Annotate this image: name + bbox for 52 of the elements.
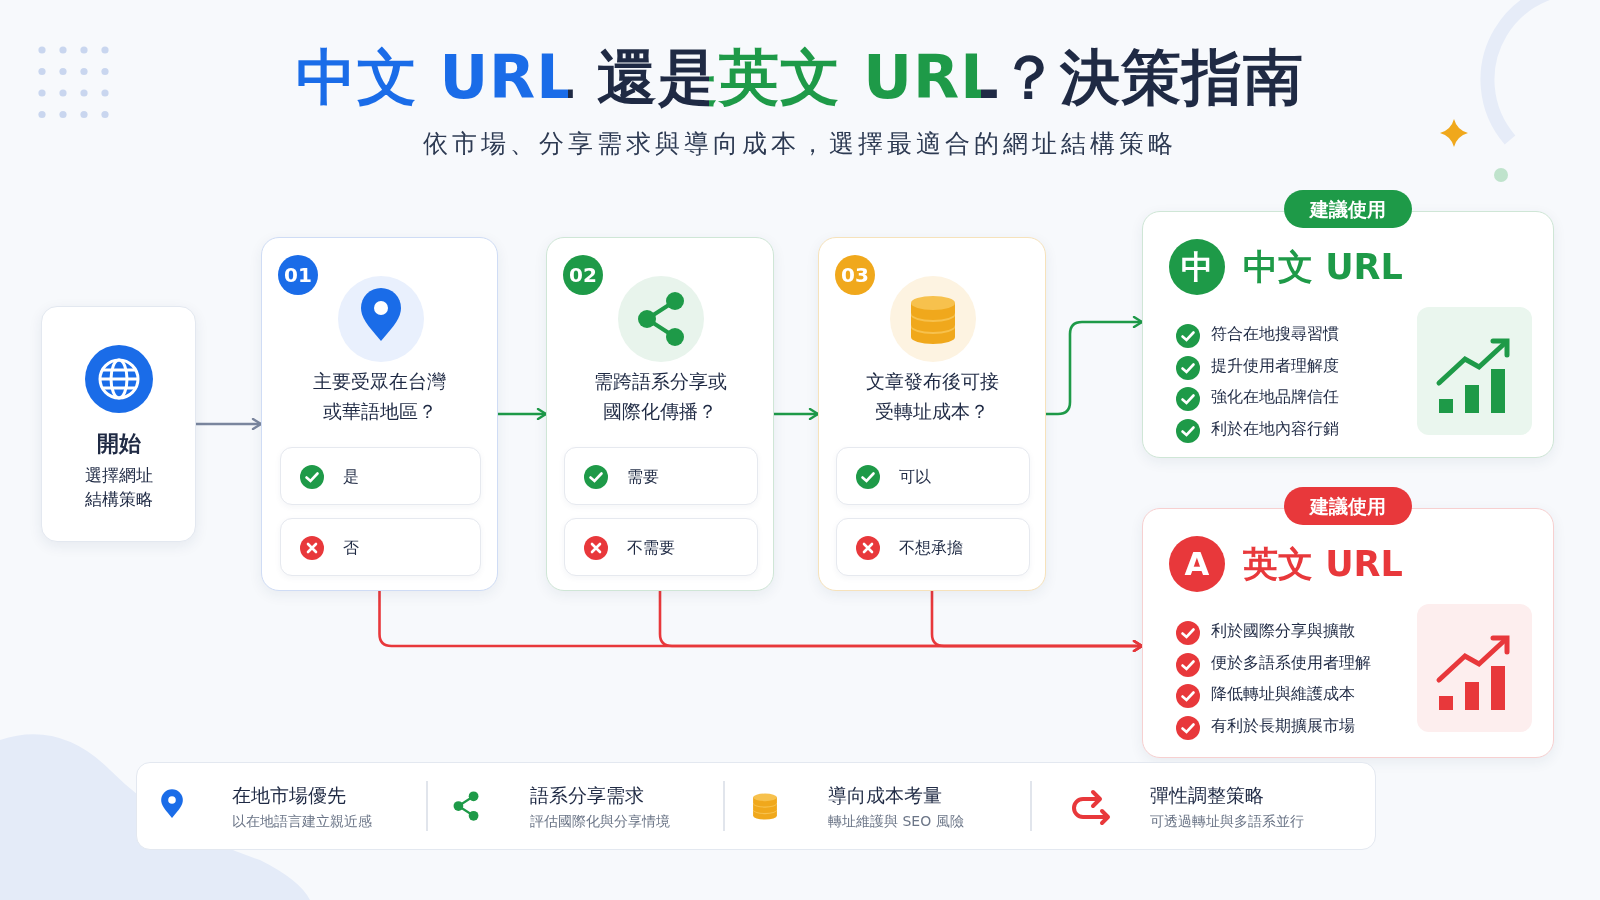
- benefit-text: 有利於長期擴展市場: [1211, 714, 1355, 737]
- option-label: 否: [343, 537, 359, 559]
- option-label: 是: [343, 466, 359, 488]
- arrow: [498, 407, 548, 421]
- answer-option: [836, 447, 1030, 505]
- arrow: [930, 591, 1144, 653]
- feature-description: 轉址維護與 SEO 風險: [828, 813, 964, 831]
- start-card: [41, 306, 196, 542]
- feature-title: 導向成本考量: [828, 783, 942, 808]
- feature-description: 以在地語言建立親近感: [232, 813, 372, 831]
- feature-title: 語系分享需求: [530, 783, 644, 808]
- question-card: [261, 237, 498, 591]
- option-label: 可以: [899, 466, 931, 488]
- feature-description: 評估國際化與分享情境: [530, 813, 670, 831]
- recommend-badge: 建議使用: [1284, 190, 1412, 228]
- answer-option: [564, 518, 758, 576]
- arrow: [1046, 315, 1144, 416]
- benefit-text: 便於多語系使用者理解: [1211, 651, 1371, 674]
- benefit-text: 符合在地搜尋習慣: [1211, 323, 1339, 345]
- start-description: 選擇網址結構策略: [83, 464, 154, 511]
- feature-title: 彈性調整策略: [1150, 783, 1264, 808]
- answer-option: [564, 447, 758, 505]
- step-number: 01: [278, 255, 318, 295]
- question-text: 文章發布後可接受轉址成本？: [864, 369, 1000, 424]
- option-label: 需要: [627, 466, 659, 488]
- answer-option: [836, 518, 1030, 576]
- subtitle: 依市場、分享需求與導向成本，選擇最適合的網址結構策略: [423, 129, 1177, 158]
- feature-title: 在地市場優先: [232, 783, 346, 808]
- option-label: 不需要: [627, 537, 675, 559]
- step-number: 02: [563, 255, 603, 295]
- benefit-text: 降低轉址與維護成本: [1211, 683, 1355, 705]
- recommend-badge: 建議使用: [1284, 487, 1412, 525]
- answer-option: [280, 447, 481, 505]
- arrow: [196, 417, 263, 431]
- option-label: 不想承擔: [899, 537, 963, 559]
- letter-badge: 中: [1169, 239, 1225, 295]
- result-heading: 英文 URL: [1243, 543, 1403, 586]
- letter-badge: A: [1169, 536, 1225, 592]
- question-card: [818, 237, 1046, 591]
- result-heading: 中文 URL: [1243, 246, 1403, 289]
- feature-description: 可透過轉址與多語系並行: [1150, 813, 1304, 831]
- start-heading: 開始: [95, 430, 142, 458]
- question-card: [546, 237, 774, 591]
- answer-option: [280, 518, 481, 576]
- step-number: 03: [835, 255, 875, 295]
- benefit-text: 利於國際分享與擴散: [1211, 620, 1355, 642]
- question-text: 主要受眾在台灣或華語地區？: [312, 369, 447, 424]
- arrow: [774, 407, 820, 421]
- benefit-text: 提升使用者理解度: [1211, 354, 1339, 377]
- question-text: 需跨語系分享或國際化傳播？: [592, 369, 728, 424]
- benefit-text: 強化在地品牌信任: [1211, 386, 1339, 408]
- benefit-text: 利於在地內容行銷: [1211, 417, 1339, 440]
